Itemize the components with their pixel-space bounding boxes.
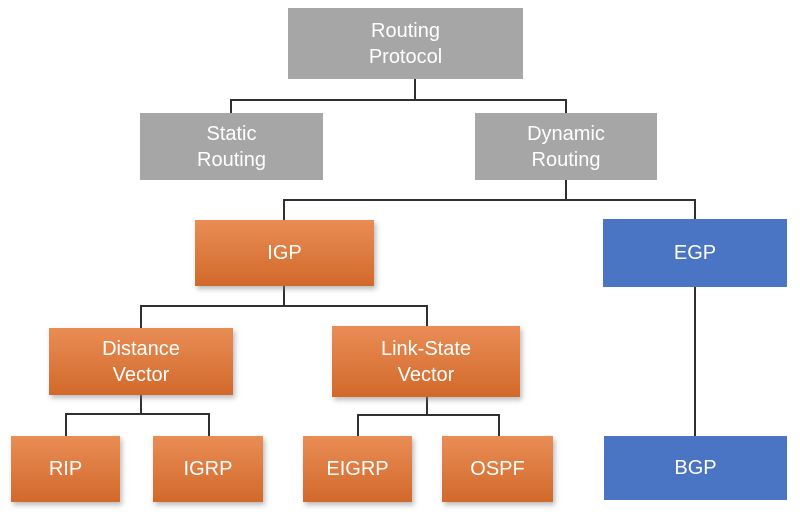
connector-igp-drop [283, 286, 285, 307]
connector-to-egp [694, 199, 696, 219]
node-eigrp: EIGRP [303, 436, 412, 502]
connector-to-dynamic-routing [565, 99, 567, 113]
node-igrp: IGRP [153, 436, 263, 502]
node-static-routing: Static Routing [140, 113, 323, 180]
connector-distance-vector-drop [140, 395, 142, 415]
connector-level2-horizontal [230, 99, 567, 101]
node-link-state-vector: Link-State Vector [332, 326, 520, 397]
node-rip: RIP [11, 436, 120, 502]
connector-dynamic-drop [565, 180, 567, 201]
connector-to-rip [65, 413, 67, 436]
connector-level5-left-horizontal [65, 413, 210, 415]
connector-to-link-state-vector [426, 305, 428, 326]
connector-to-igp [283, 199, 285, 220]
node-bgp: BGP [604, 436, 787, 500]
connector-level4-horizontal [140, 305, 428, 307]
node-igp: IGP [195, 220, 374, 286]
node-dynamic-routing: Dynamic Routing [475, 113, 657, 180]
node-ospf: OSPF [442, 436, 553, 502]
connector-link-state-drop [426, 397, 428, 416]
node-routing-protocol: Routing Protocol [288, 8, 523, 79]
node-distance-vector: Distance Vector [49, 328, 233, 395]
connector-root-drop [414, 79, 416, 100]
connector-level5-right-horizontal [357, 414, 500, 416]
connector-to-eigrp [357, 414, 359, 436]
node-egp: EGP [603, 219, 787, 287]
connector-to-distance-vector [140, 305, 142, 328]
connector-egp-to-bgp [694, 287, 696, 436]
connector-to-igrp [208, 413, 210, 436]
connector-to-ospf [498, 414, 500, 436]
connector-level3-horizontal [283, 199, 696, 201]
connector-to-static-routing [230, 99, 232, 113]
